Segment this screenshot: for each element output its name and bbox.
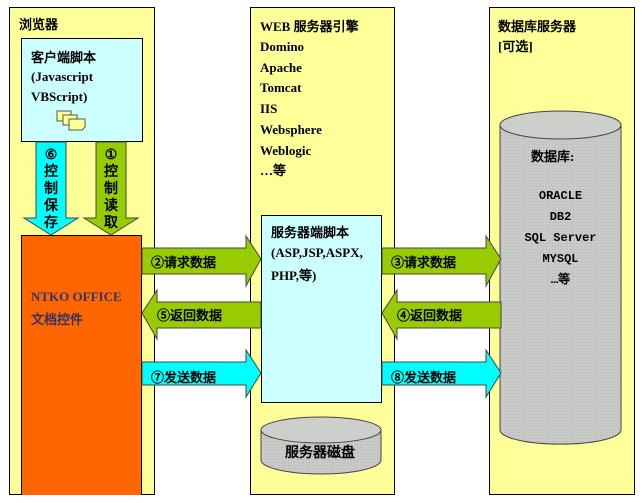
arrow-label-7: ⑦发送数据 — [151, 370, 217, 385]
return-data-arrow-5 — [141, 288, 262, 341]
ntko-control-line1: NTKO OFFICE — [31, 289, 122, 304]
server-script-line2: PHP,等) — [271, 268, 317, 283]
control-save-label: ⑥ 控 制 保 存 — [43, 147, 59, 232]
engine-item: Domino — [260, 39, 305, 54]
send-data-arrow-8 — [381, 348, 502, 399]
label-char: 控 — [104, 165, 118, 180]
browser-title: 浏览器 — [19, 17, 59, 32]
server-disk-label: 服务器磁盘 — [285, 446, 355, 461]
engine-item: Tomcat — [260, 80, 302, 96]
control-save-arrow — [22, 141, 80, 236]
engine-item: …等 — [260, 163, 287, 179]
arrow-label-5: ⑤返回数据 — [157, 308, 223, 323]
database-list: ORACLE DB2 SQL Server MYSQL …等 — [500, 186, 621, 291]
client-script-title: 客户端脚本 — [31, 50, 97, 65]
label-char: 保 — [44, 199, 58, 214]
ntko-control-box — [21, 235, 142, 495]
request-data-arrow-3 — [381, 234, 502, 288]
control-read-arrow — [82, 141, 140, 236]
engine-item: Websphere — [260, 121, 322, 137]
label-char: 控 — [44, 165, 58, 180]
step-number: ① — [104, 148, 118, 163]
server-script-title: 服务器端脚本 — [271, 225, 350, 240]
database-item: DB2 — [549, 210, 572, 224]
server-script-line1: (ASP,JSP,ASPX, — [271, 245, 363, 260]
engine-item: IIS — [260, 101, 278, 117]
arrow-label-3: ③请求数据 — [391, 255, 457, 270]
label-char: 读 — [104, 199, 118, 214]
return-data-arrow-4 — [381, 288, 502, 341]
step-number: ⑥ — [44, 148, 58, 163]
label-char: 制 — [44, 182, 58, 197]
label-char: 存 — [44, 216, 58, 231]
engine-item: Weblogic — [260, 142, 312, 158]
control-read-label: ① 控 制 读 取 — [103, 147, 119, 232]
database-cylinder-body — [499, 125, 622, 445]
request-data-arrow-2 — [141, 234, 262, 288]
database-cylinder-top — [499, 110, 622, 140]
label-char: 取 — [104, 216, 118, 231]
database-title: 数据库: — [531, 149, 575, 164]
engine-list: Domino Apache Tomcat IIS Websphere Weblo… — [260, 37, 322, 182]
ntko-control-line2: 文档控件 — [31, 312, 84, 327]
database-item: SQL Server — [524, 231, 597, 245]
label-char: 制 — [104, 182, 118, 197]
web-engine-title: WEB 服务器引擎 — [260, 19, 359, 34]
db-server-title: 数据库服务器 — [498, 19, 577, 34]
client-script-line2: VBScript) — [31, 89, 88, 104]
send-data-arrow-7 — [141, 348, 262, 399]
db-optional-label: [可选] — [498, 39, 533, 54]
arrow-label-4: ④返回数据 — [397, 308, 463, 323]
arrow-label-8: ⑧发送数据 — [391, 370, 457, 385]
database-item: …等 — [550, 273, 571, 287]
engine-item: Apache — [260, 59, 302, 75]
arrow-label-2: ②请求数据 — [151, 255, 217, 270]
database-item: ORACLE — [538, 189, 583, 203]
client-script-line1: (Javascript — [31, 69, 94, 84]
database-item: MYSQL — [542, 252, 579, 266]
